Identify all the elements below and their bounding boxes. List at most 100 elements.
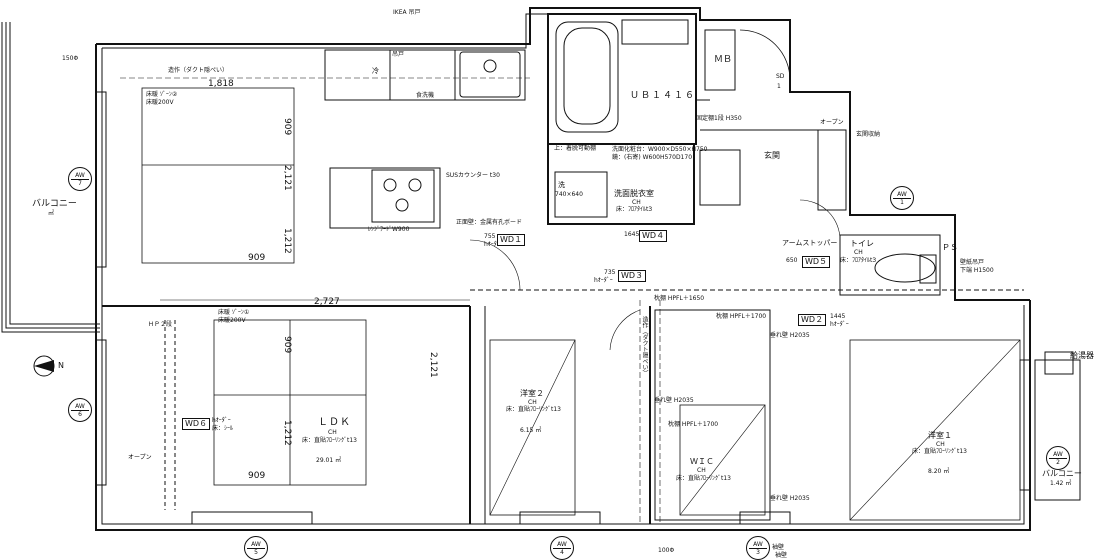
senmen-dai-label: 洗面化粧台：W900×D550×H750 xyxy=(612,146,708,153)
wic-floor: 床：直貼ﾌﾛｰﾘﾝｸﾞt13 xyxy=(676,475,731,482)
wd3-w: 735 xyxy=(604,269,616,276)
dim-1818: 1,818 xyxy=(208,79,234,89)
hoshi-label: 100Φ xyxy=(658,547,675,554)
sus-label: SUSカウンター t30 xyxy=(446,172,500,179)
yoshitsu1-floor: 床：直貼ﾌﾛｰﾘﾝｸﾞt13 xyxy=(912,448,967,455)
ldk-name: ＬＤＫ xyxy=(318,417,351,428)
tana-hpfl2: 枕棚 HPFL＋1700 xyxy=(716,313,767,320)
range-label: ﾚﾝｼﾞﾌｰﾄﾞW900 xyxy=(368,226,410,233)
sode2-label: 袖壁 xyxy=(775,552,788,559)
ldk-floor: 床：直貼ﾌﾛｰﾘﾝｸﾞt13 xyxy=(302,437,357,444)
wd6-h: hｵｰﾀﾞｰ xyxy=(212,417,231,424)
dim-909d: 909 xyxy=(248,471,266,481)
tarekabe3: 垂れ壁 H2035 xyxy=(770,495,810,502)
wd2-tag: WD２ xyxy=(798,314,827,326)
tsuri-label: 吊戸 xyxy=(392,51,405,58)
tana-note: 壁紙吊戸 xyxy=(960,259,985,266)
wd6-tag: WD６ xyxy=(182,418,211,430)
zosaku-top-label: 造作（ダクト隠ぺい） xyxy=(168,67,229,74)
senmen-floor: 床：ﾌﾛｱﾀｲﾙt3 xyxy=(616,206,653,213)
yoshitsu2-name: 洋室２ xyxy=(520,389,544,398)
tana-hpfl1: 枕棚 HPFL＋1650 xyxy=(654,295,705,302)
wd3-tag: WD３ xyxy=(618,270,647,282)
yoshitsu1-ch: CH xyxy=(936,441,945,448)
yukadan1-sub: 床暖200V xyxy=(218,317,246,324)
north-label: N xyxy=(58,361,64,370)
dim-2121b: 2,121 xyxy=(428,352,438,378)
dim-1212b: 1,212 xyxy=(282,420,292,446)
yoshitsu1-name: 洋室１ xyxy=(928,431,952,440)
balcony-left-unit: ㎡ xyxy=(48,210,55,217)
yukadan2-label: 床暖 ｿﾞｰﾝ② xyxy=(146,91,178,98)
hoshi-top-label: 150Φ xyxy=(62,55,79,62)
tana-sub: 下端 H1500 xyxy=(960,267,994,274)
wd4-tag: WD４ xyxy=(639,230,668,242)
tarekabe1: 垂れ壁 H2035 xyxy=(770,332,810,339)
yukadan2-sub: 床暖200V xyxy=(146,99,174,106)
hp-label: ＨＰ２段 xyxy=(148,321,173,328)
wic-ch: CH xyxy=(697,467,706,474)
yoshitsu2-floor: 床：直貼ﾌﾛｰﾘﾝｸﾞt13 xyxy=(506,406,561,413)
balcony-right-area: 1.42 ㎡ xyxy=(1050,480,1072,487)
open-top-label: オープン xyxy=(820,119,844,126)
north-arrow-icon xyxy=(33,355,55,377)
dim-1212a: 1,212 xyxy=(282,228,292,254)
wd2-h: hｵｰﾀﾞｰ xyxy=(830,321,849,328)
wd6-note: 床：ｼｰﾙ xyxy=(212,425,234,432)
kyutoki-label: 給湯器 xyxy=(1070,351,1094,360)
balcony-right-name: バルコニー xyxy=(1042,469,1082,478)
dim-2727: 2,727 xyxy=(314,297,340,307)
wic-name: ＷＩＣ xyxy=(690,457,714,466)
arm-label: アームストッパー xyxy=(782,239,838,247)
wd3-h: hｵｰﾀﾞｰ xyxy=(594,277,613,284)
kagami-label: 鏡：(右寄) W600H570D170 xyxy=(612,154,693,161)
open-left-label: オープン xyxy=(128,454,152,461)
shomen-label: 正面壁：金属有孔ボード xyxy=(456,219,523,226)
yukadan1-label: 床暖 ｿﾞｰﾝ① xyxy=(218,309,250,316)
senmen-name: 洗面脱衣室 xyxy=(614,189,654,198)
top-note: IKEA 吊戸 xyxy=(393,9,421,16)
shokusenki-label: 食洗機 xyxy=(416,92,435,99)
sen-label: 洗 xyxy=(558,181,565,189)
dim-909a: 909 xyxy=(282,118,292,136)
sode-label: 袖壁 xyxy=(772,544,785,551)
zosaku-side-label: 造作（ダクト隠ぺい） xyxy=(641,316,648,376)
dim-2121a: 2,121 xyxy=(282,165,292,191)
kadoudana-label: 上：着脱可動棚 xyxy=(554,145,597,152)
tana-hpfl3: 枕棚 HPFL＋1700 xyxy=(668,421,719,428)
ub-name: ＵＢ１４１６ xyxy=(630,91,697,101)
wd5-w: 650 xyxy=(786,257,798,264)
genkan-name: 玄関 xyxy=(764,151,780,160)
senmen-ch: CH xyxy=(632,199,641,206)
wd1-w: 755 xyxy=(484,233,496,240)
sd-label: SD xyxy=(776,73,785,80)
yoshitsu1-area: 8.20 ㎡ xyxy=(928,468,950,475)
yoshitsu2-ch: CH xyxy=(528,399,537,406)
dim-909b: 909 xyxy=(248,253,266,263)
dim-909c: 909 xyxy=(282,336,292,354)
yoshitsu2-area: 6.15 ㎡ xyxy=(520,427,542,434)
toilet-name: トイレ xyxy=(850,239,874,248)
wd1-tag: WD１ xyxy=(497,234,526,246)
ldk-ch: CH xyxy=(328,429,337,436)
genkan-shuno-label: 玄関収納 xyxy=(856,131,881,138)
sen-size: 740×640 xyxy=(555,191,583,198)
balcony-left-name: バルコニー xyxy=(32,199,77,209)
wd2-w: 1445 xyxy=(830,313,846,320)
wd5-tag: WD５ xyxy=(802,256,831,268)
tarekabe2: 垂れ壁 H2035 xyxy=(654,397,694,404)
ps-label: ＰＳ xyxy=(942,243,958,252)
mb-name: ＭＢ xyxy=(714,55,733,65)
kotei-label: 固定棚1段 H350 xyxy=(696,115,742,122)
wd1-h: hｵｰﾀﾞｰ xyxy=(484,241,503,248)
toilet-floor: 床：ﾌﾛｱﾀｲﾙt3 xyxy=(840,257,877,264)
sd-num: 1 xyxy=(777,83,781,90)
